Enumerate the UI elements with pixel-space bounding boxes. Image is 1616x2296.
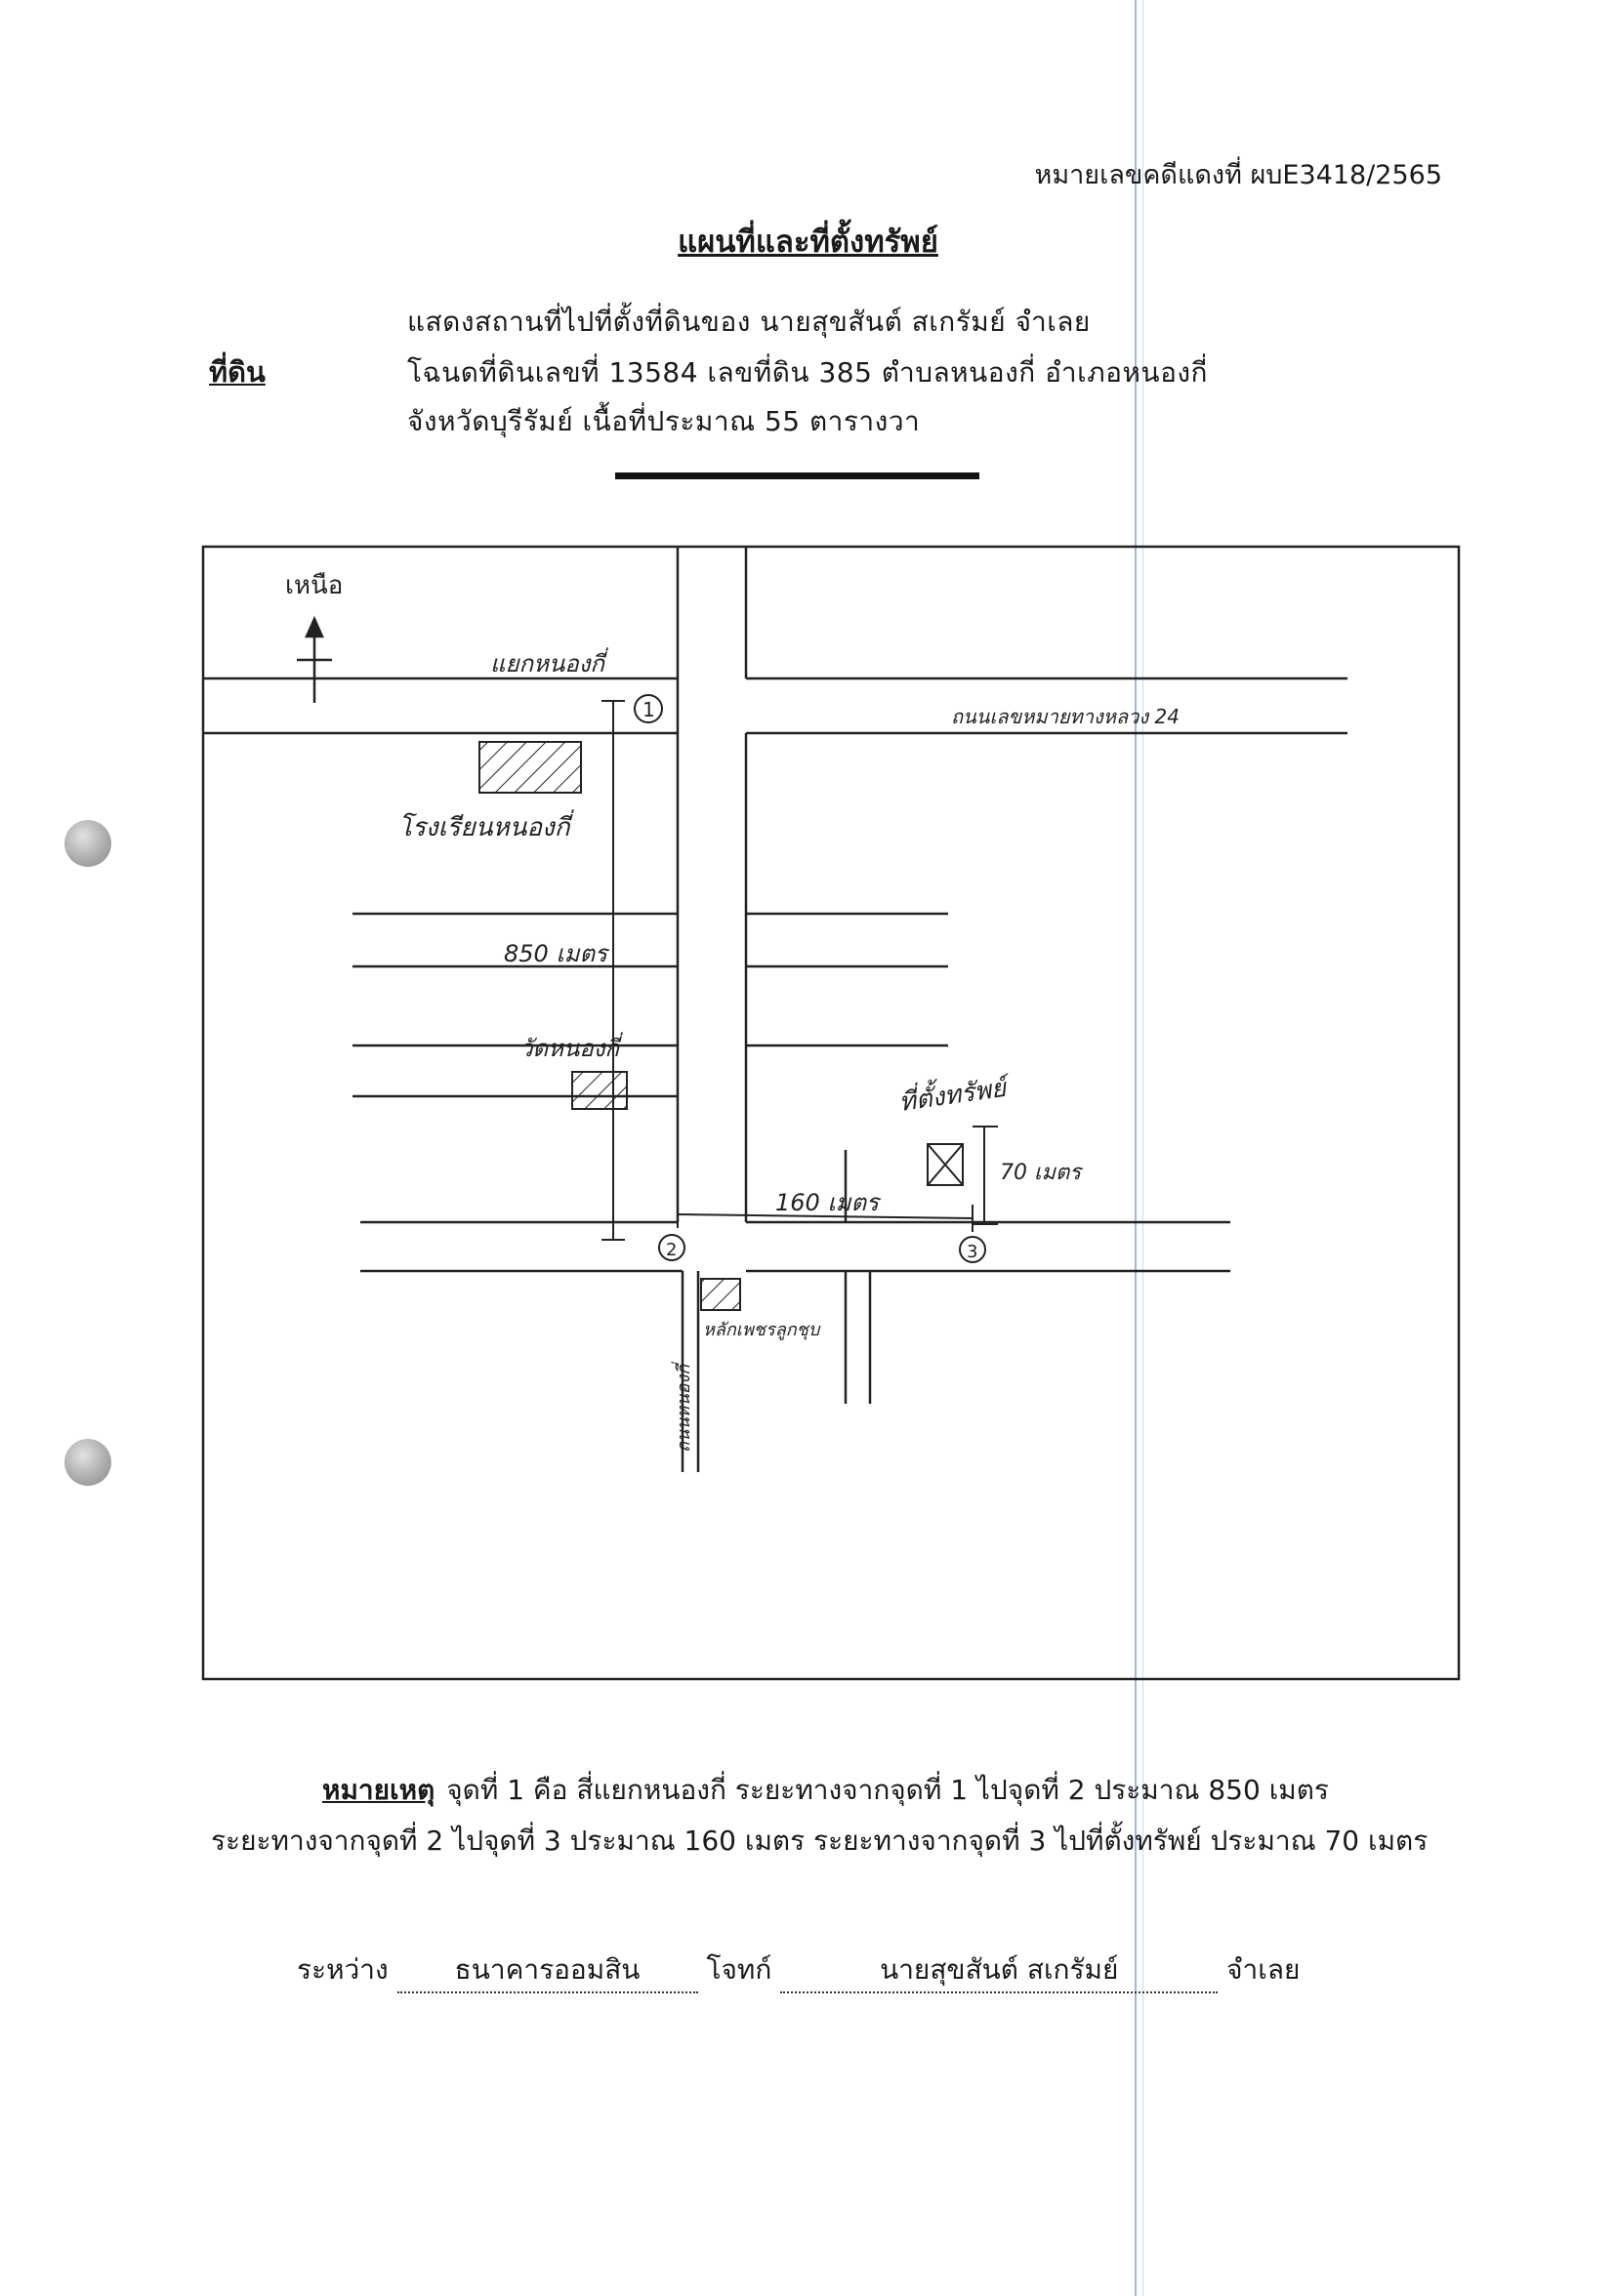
note-line2: ระยะทางจากจุดที่ 2 ไปจุดที่ 3 ประมาณ 160… — [211, 1824, 1429, 1857]
measurement-lines — [601, 700, 998, 1241]
property-building — [927, 1143, 964, 1186]
parties-line: ระหว่าง ธนาคารออมสิน โจทก์ นายสุขสันต์ ส… — [297, 1948, 1300, 1993]
property-description-line3: จังหวัดบุรีรัมย์ เนื้อที่ประมาณ 55 ตาราง… — [407, 405, 921, 437]
label-intersection: แยกหนองกี่ — [490, 647, 608, 677]
paper-fold-line — [1135, 0, 1137, 2296]
case-number: หมายเลขคดีแดงที่ ผบE3418/2565 — [1034, 160, 1442, 190]
point-1-marker — [634, 694, 663, 723]
label-distance-160: 160 เมตร — [775, 1189, 882, 1216]
label-temple: วัดหนองกี่ — [519, 1032, 623, 1062]
shop-building — [700, 1278, 741, 1311]
paper-fold-line-shadow — [1142, 0, 1143, 2296]
map-frame — [201, 545, 1461, 1681]
land-label: ที่ดิน — [209, 355, 266, 389]
school-building — [478, 741, 582, 794]
label-property: ที่ตั้งทรัพย์ — [896, 1068, 1013, 1118]
point-3-marker — [959, 1236, 986, 1263]
defendant-label: จำเลย — [1226, 1953, 1301, 1986]
between-label: ระหว่าง — [297, 1953, 389, 1986]
punch-hole-top — [64, 820, 111, 867]
point-2-label: 2 — [666, 1240, 677, 1260]
property-description-line1: แสดงสถานที่ไปที่ตั้งที่ดินของ นายสุขสันต… — [407, 306, 1091, 338]
point-1-label: 1 — [642, 698, 655, 721]
plaintiff-label: โจทก์ — [706, 1953, 772, 1986]
label-shop: หลักเพชรลูกชุบ — [703, 1320, 821, 1340]
note-text-1: จุดที่ 1 คือ สี่แยกหนองกี่ ระยะทางจากจุด… — [446, 1774, 1329, 1806]
north-arrow-icon — [297, 615, 332, 703]
defendant-name: นายสุขสันต์ สเกรัมย์ — [780, 1948, 1219, 1993]
north-label: เหนือ — [285, 571, 343, 600]
point-2-marker — [658, 1234, 685, 1261]
buildings — [478, 741, 964, 1311]
point-3-label: 3 — [967, 1242, 977, 1262]
note-label: หมายเหตุ — [322, 1774, 435, 1806]
document-title: แผนที่และที่ตั้งทรัพย์ — [678, 225, 938, 260]
label-road-vertical: ถนนหนองกี่ — [671, 1362, 694, 1453]
label-distance-70: 70 เมตร — [1000, 1161, 1084, 1185]
temple-building — [571, 1071, 628, 1110]
property-description-line2: โฉนดที่ดินเลขที่ 13584 เลขที่ดิน 385 ตำบ… — [407, 356, 1209, 389]
roads — [203, 547, 1347, 1472]
label-distance-850: 850 เมตร — [504, 940, 610, 967]
label-school: โรงเรียนหนองกี่ — [398, 809, 574, 842]
location-map: เหนือ แยกหนองกี่ ถนนเลขหมายทางหลวง 24 โร… — [201, 545, 1461, 1681]
point-markers — [634, 694, 986, 1263]
divider-line — [615, 472, 979, 479]
punch-hole-bottom — [64, 1439, 111, 1486]
note-line1: หมายเหตุ จุดที่ 1 คือ สี่แยกหนองกี่ ระยะท… — [322, 1769, 1329, 1812]
label-road-right: ถนนเลขหมายทางหลวง 24 — [951, 705, 1180, 728]
plaintiff-name: ธนาคารออมสิน — [396, 1948, 698, 1993]
